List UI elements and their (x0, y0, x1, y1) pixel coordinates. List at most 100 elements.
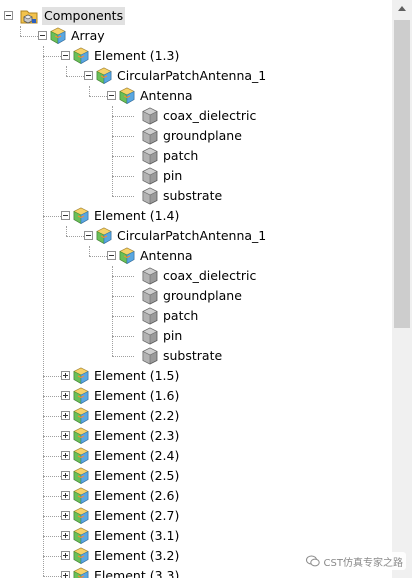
solid-icon (141, 167, 159, 185)
tree-node-label: coax_dielectric (163, 268, 257, 283)
tree-node-element-2-5[interactable]: Element (2.5) (0, 466, 392, 486)
tree-node-label: pin (163, 328, 183, 343)
tree-node-groundplane[interactable]: groundplane (0, 126, 392, 146)
tree-node-antenna[interactable]: Antenna (0, 246, 392, 266)
tree-node-pin[interactable]: pin (0, 326, 392, 346)
tree-node-element-1-4[interactable]: Element (1.4) (0, 206, 392, 226)
tree-connector-line (89, 96, 111, 97)
expand-plus-icon[interactable] (61, 451, 70, 460)
collapse-minus-icon[interactable] (61, 211, 70, 220)
tree-node-array[interactable]: Array (0, 26, 392, 46)
tree-node-label: Element (2.7) (94, 508, 180, 523)
tree-connector-line (43, 456, 65, 457)
tree-node-element-2-3[interactable]: Element (2.3) (0, 426, 392, 446)
tree-node-substrate[interactable]: substrate (0, 186, 392, 206)
component-group-icon (118, 87, 136, 105)
tree-connector-line (112, 196, 134, 197)
expand-plus-icon[interactable] (61, 371, 70, 380)
tree-node-label: Element (2.5) (94, 468, 180, 483)
tree-connector-line (66, 236, 88, 237)
component-group-icon (72, 387, 90, 405)
component-group-icon (72, 547, 90, 565)
tree-connector-line (112, 156, 134, 157)
tree-node-label: Element (3.2) (94, 548, 180, 563)
tree-node-label: Element (1.4) (94, 208, 180, 223)
tree-node-label: Element (3.3) (94, 568, 180, 578)
tree-node-element-1-3[interactable]: Element (1.3) (0, 46, 392, 66)
tree-node-element-3-2[interactable]: Element (3.2) (0, 546, 392, 566)
tree-node-patch[interactable]: patch (0, 146, 392, 166)
tree-node-coax-dielectric[interactable]: coax_dielectric (0, 266, 392, 286)
tree-node-element-2-6[interactable]: Element (2.6) (0, 486, 392, 506)
tree-connector-line (112, 336, 134, 337)
expand-plus-icon[interactable] (61, 531, 70, 540)
tree-connector-line (43, 536, 65, 537)
tree-node-label: CircularPatchAntenna_1 (117, 68, 267, 83)
tree-node-circularpatchantenna-1[interactable]: CircularPatchAntenna_1 (0, 226, 392, 246)
vertical-scrollbar[interactable] (392, 0, 412, 578)
expand-plus-icon[interactable] (61, 471, 70, 480)
tree-node-element-3-1[interactable]: Element (3.1) (0, 526, 392, 546)
expand-plus-icon[interactable] (61, 511, 70, 520)
tree-node-element-1-5[interactable]: Element (1.5) (0, 366, 392, 386)
tree-node-label: substrate (163, 348, 223, 363)
tree-connector-line (43, 396, 65, 397)
tree-node-label: Element (1.3) (94, 48, 180, 63)
collapse-minus-icon[interactable] (38, 31, 47, 40)
tree-node-coax-dielectric[interactable]: coax_dielectric (0, 106, 392, 126)
tree-node-label: Element (2.3) (94, 428, 180, 443)
tree-node-label: Element (2.2) (94, 408, 180, 423)
tree-node-label: patch (163, 148, 199, 163)
tree-connector-line (112, 276, 134, 277)
tree-node-substrate[interactable]: substrate (0, 346, 392, 366)
scroll-up-button[interactable] (392, 0, 412, 18)
collapse-minus-icon[interactable] (61, 51, 70, 60)
expand-plus-icon[interactable] (61, 571, 70, 578)
solid-icon (141, 127, 159, 145)
collapse-minus-icon[interactable] (4, 11, 13, 20)
collapse-minus-icon[interactable] (107, 251, 116, 260)
tree-connector-line (112, 116, 134, 117)
component-group-icon (49, 27, 67, 45)
component-group-icon (72, 207, 90, 225)
tree-node-element-2-2[interactable]: Element (2.2) (0, 406, 392, 426)
tree-connector-line (43, 556, 65, 557)
tree-connector-line (66, 226, 67, 236)
expand-plus-icon[interactable] (61, 491, 70, 500)
component-group-icon (72, 567, 90, 578)
tree-node-antenna[interactable]: Antenna (0, 86, 392, 106)
expand-plus-icon[interactable] (61, 411, 70, 420)
expand-plus-icon[interactable] (61, 391, 70, 400)
tree-connector-line (43, 436, 65, 437)
watermark-text: CST仿真专家之路 (323, 557, 403, 569)
tree-node-label: groundplane (163, 128, 242, 143)
collapse-minus-icon[interactable] (84, 71, 93, 80)
tree-node-label: patch (163, 308, 199, 323)
tree-node-components[interactable]: Components (0, 6, 392, 26)
tree-node-element-3-3[interactable]: Element (3.3) (0, 566, 392, 578)
tree-connector-line (112, 266, 113, 356)
tree-node-label: coax_dielectric (163, 108, 257, 123)
expand-plus-icon[interactable] (61, 551, 70, 560)
tree-node-element-2-7[interactable]: Element (2.7) (0, 506, 392, 526)
tree-connector-line (43, 516, 65, 517)
component-group-icon (95, 227, 113, 245)
tree-connector-line (112, 296, 134, 297)
collapse-minus-icon[interactable] (107, 91, 116, 100)
tree-connector-line (20, 36, 42, 37)
collapse-minus-icon[interactable] (84, 231, 93, 240)
tree-node-groundplane[interactable]: groundplane (0, 286, 392, 306)
scroll-thumb[interactable] (394, 20, 410, 328)
tree-node-label: Element (3.1) (94, 528, 180, 543)
tree-node-element-2-4[interactable]: Element (2.4) (0, 446, 392, 466)
solid-icon (141, 327, 159, 345)
tree-node-circularpatchantenna-1[interactable]: CircularPatchAntenna_1 (0, 66, 392, 86)
solid-icon (141, 267, 159, 285)
expand-plus-icon[interactable] (61, 431, 70, 440)
tree-node-patch[interactable]: patch (0, 306, 392, 326)
tree-node-element-1-6[interactable]: Element (1.6) (0, 386, 392, 406)
tree-node-pin[interactable]: pin (0, 166, 392, 186)
component-group-icon (72, 407, 90, 425)
tree-connector-line (89, 246, 90, 256)
